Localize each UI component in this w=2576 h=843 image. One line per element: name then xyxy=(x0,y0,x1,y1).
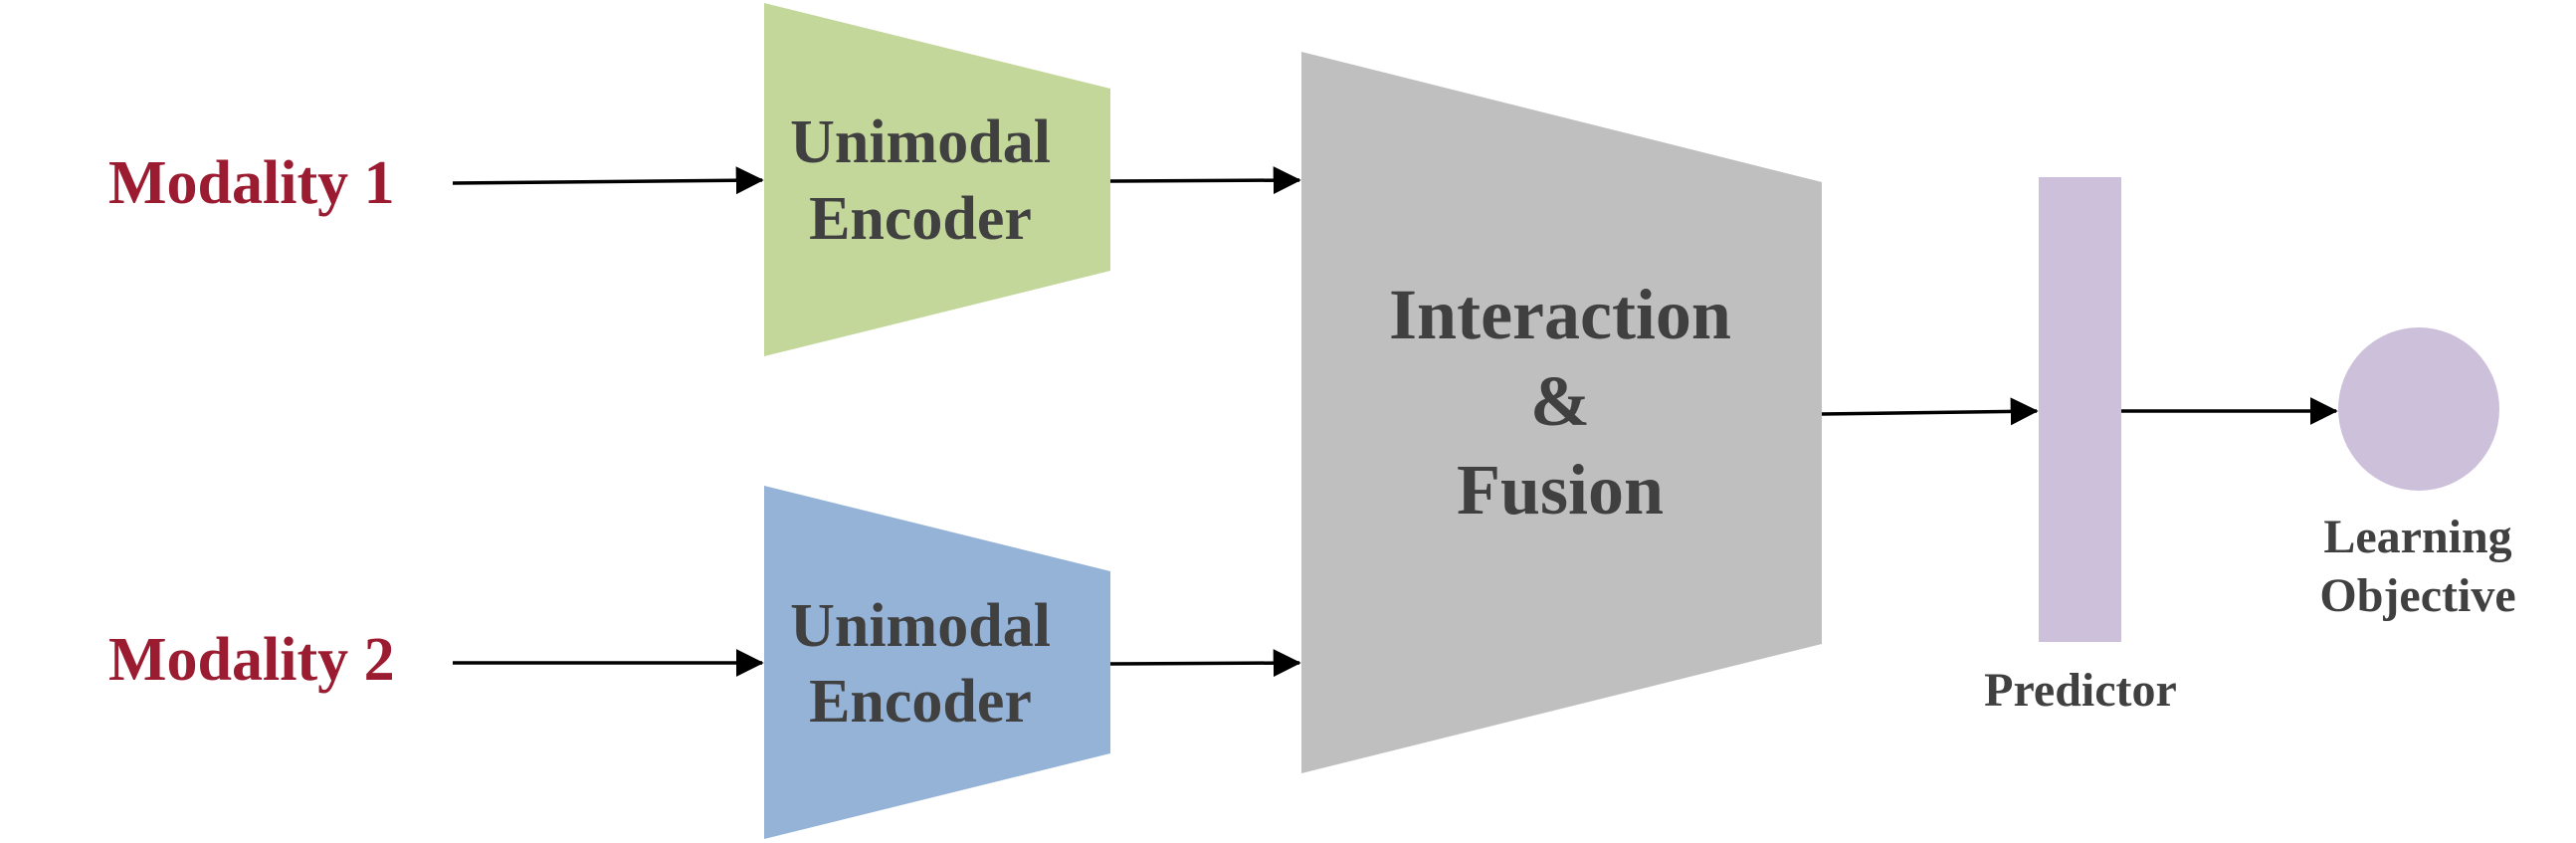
objective-label-line-2: Objective xyxy=(2319,569,2515,622)
learning-objective-node xyxy=(2338,327,2499,491)
unimodal-encoder-1 xyxy=(764,3,1110,356)
modality-1-label: Modality 1 xyxy=(108,149,395,217)
fusion-title-line-2: & xyxy=(1530,361,1590,441)
arrow-encoder2-to-fusion xyxy=(1109,649,1301,678)
objective-label-line-1: Learning xyxy=(2323,511,2511,563)
fusion-title-line-3: Fusion xyxy=(1457,450,1664,529)
encoder-1-title-line-2: Encoder xyxy=(809,185,1032,253)
unimodal-encoder-2 xyxy=(764,486,1110,839)
encoder-1-title-line-1: Unimodal xyxy=(790,108,1051,176)
arrow-fusion-to-predictor xyxy=(1821,397,2039,426)
encoder-2-title-line-1: Unimodal xyxy=(790,592,1051,660)
modality-2-label: Modality 2 xyxy=(108,626,395,694)
predictor-label: Predictor xyxy=(1984,664,2177,717)
interaction-fusion-block xyxy=(1301,52,1822,773)
arrow-encoder1-to-fusion xyxy=(1109,166,1301,195)
encoder-2-title-line-2: Encoder xyxy=(809,668,1032,736)
fusion-title-line-1: Interaction xyxy=(1389,275,1731,354)
arrow-modality1-to-encoder1 xyxy=(452,166,764,195)
predictor-block xyxy=(2039,177,2121,642)
